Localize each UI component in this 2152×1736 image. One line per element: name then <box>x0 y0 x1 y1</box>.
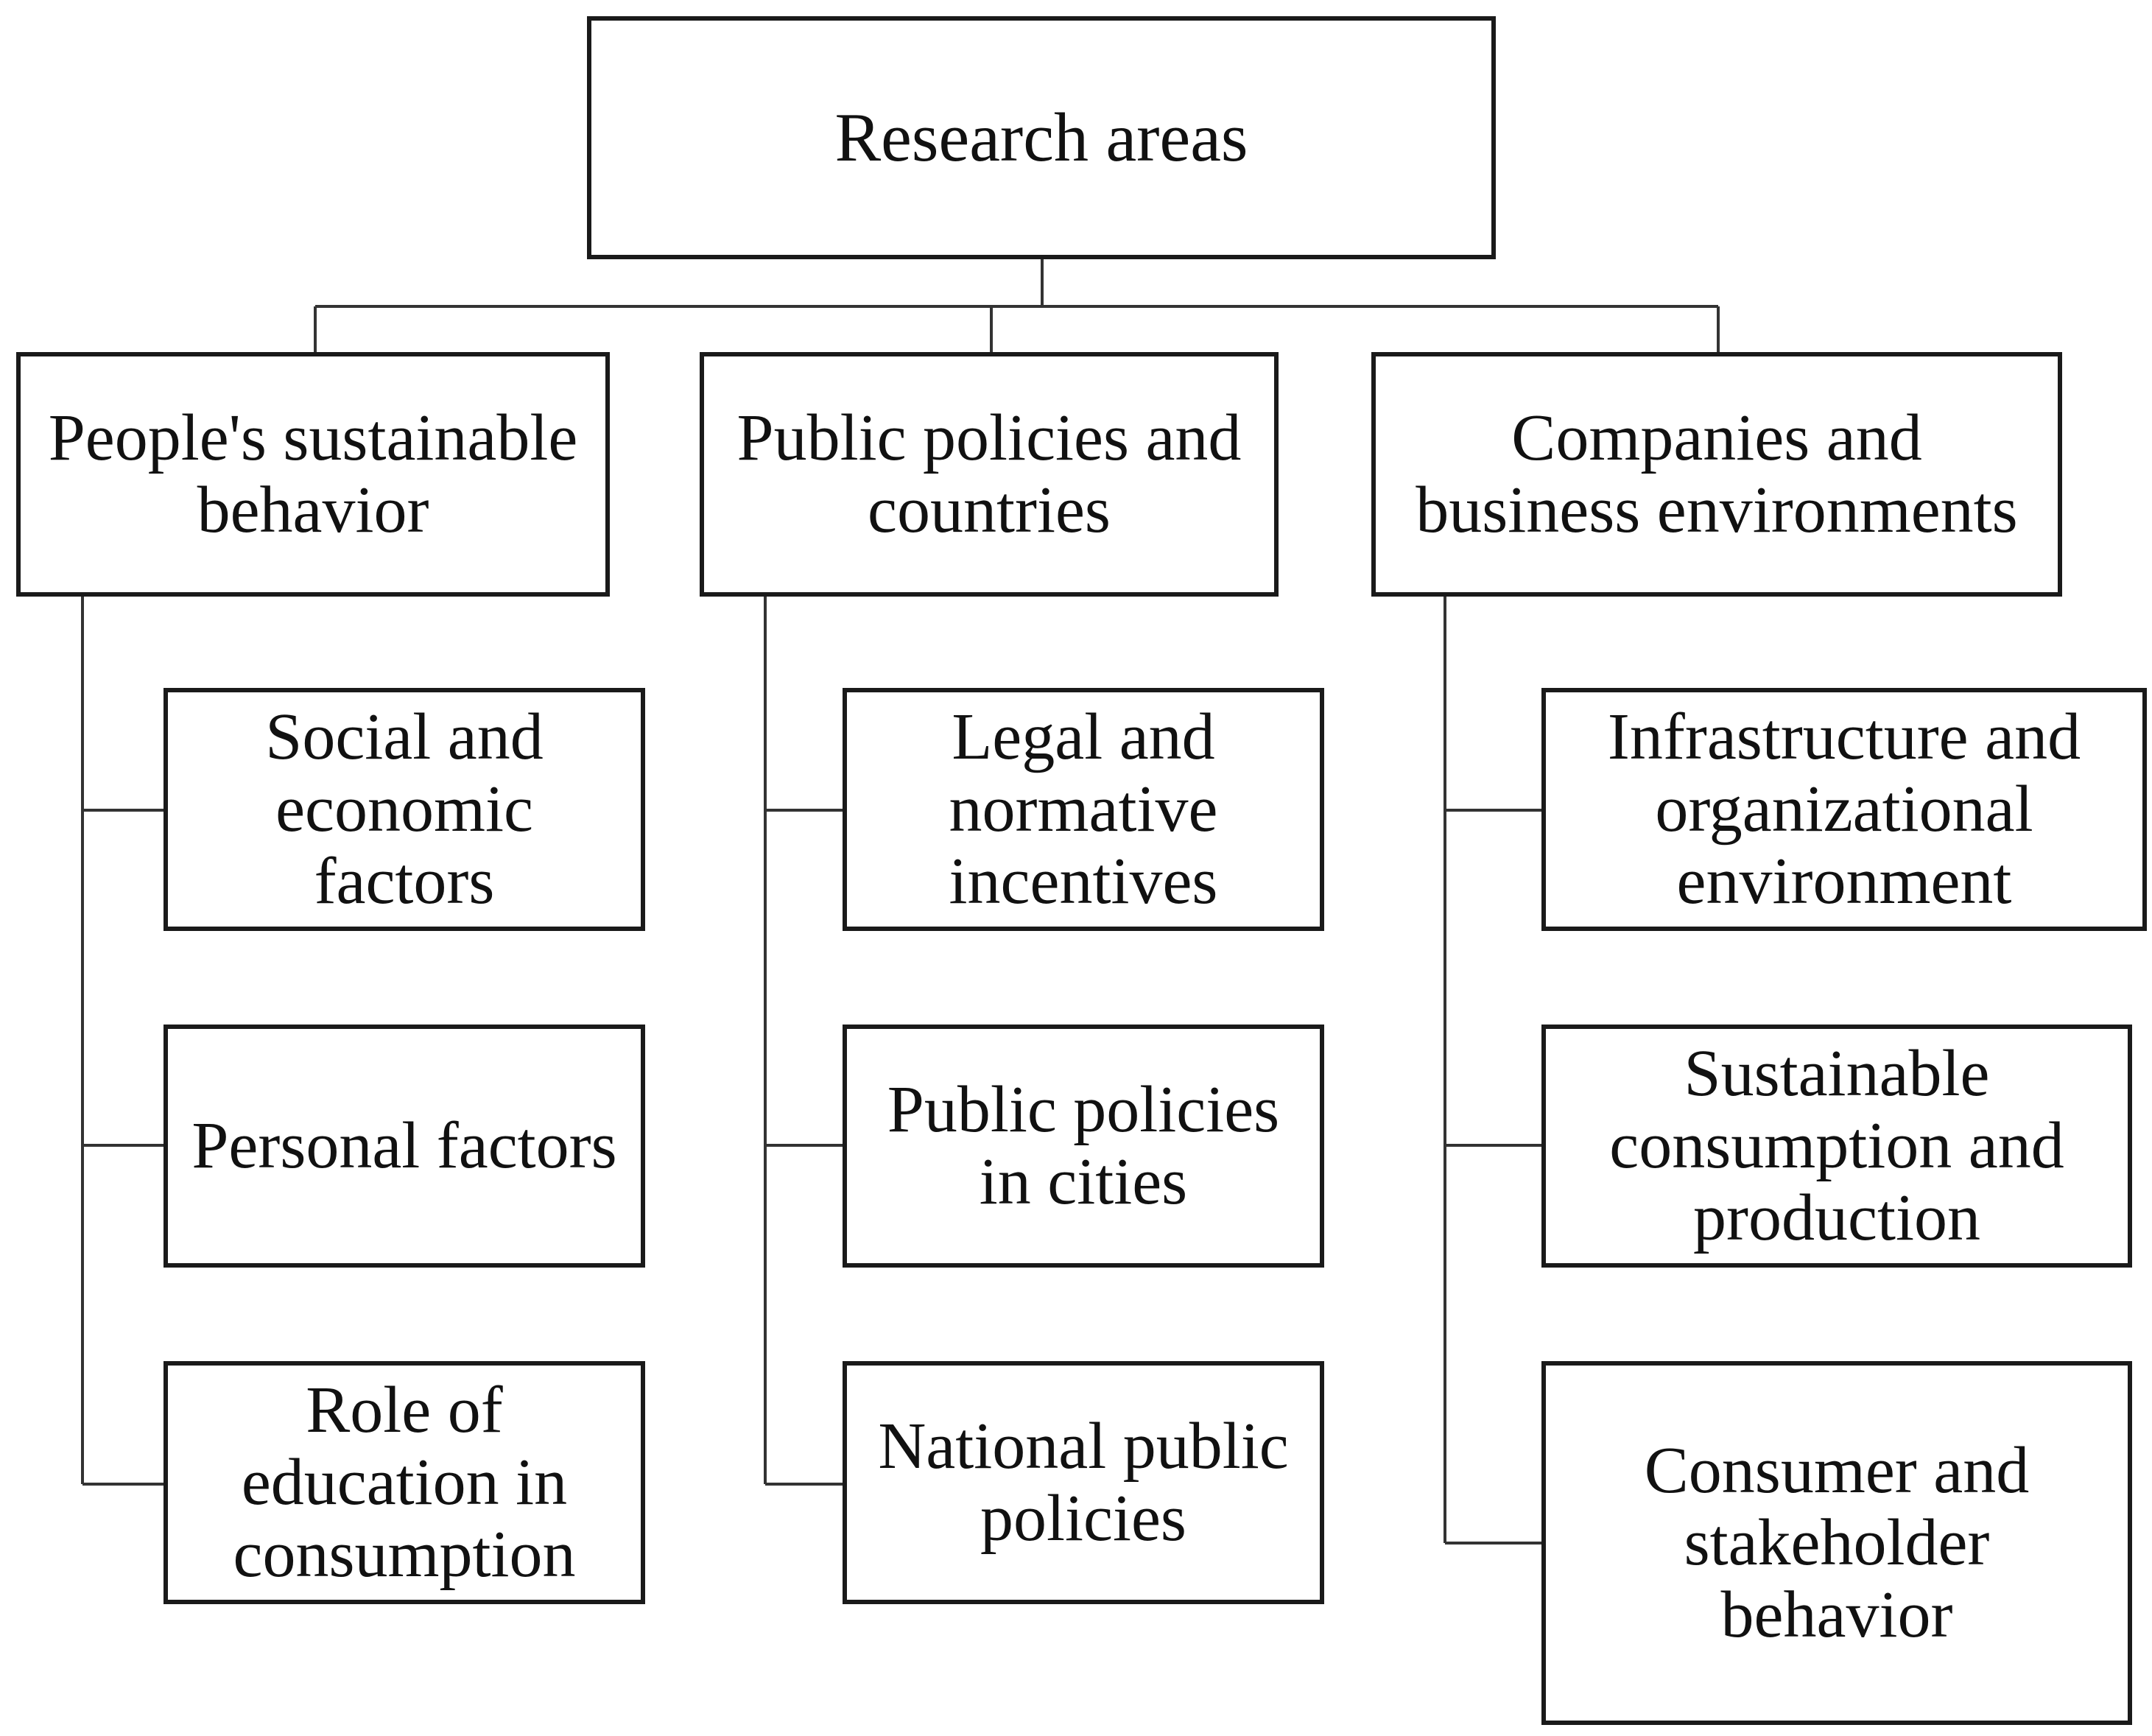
root-label: Research areas <box>834 99 1248 176</box>
leaf-label: Consumer and stakeholder behavior <box>1644 1434 2030 1651</box>
leaf-label: Role of education in consumption <box>233 1374 576 1591</box>
category-public-policies-countries: Public policies and countries <box>700 352 1279 597</box>
leaf-sustainable-consumption-production: Sustainable consumption and production <box>1541 1025 2132 1268</box>
category-label: Public policies and countries <box>736 401 1242 547</box>
leaf-infrastructure-organizational: Infrastructure and organizational enviro… <box>1541 688 2147 931</box>
leaf-role-of-education: Role of education in consumption <box>163 1361 645 1604</box>
leaf-label: Infrastructure and organizational enviro… <box>1607 700 2081 918</box>
category-label: People's sustainable behavior <box>48 401 578 547</box>
leaf-consumer-stakeholder-behavior: Consumer and stakeholder behavior <box>1541 1361 2132 1725</box>
category-people-sustainable-behavior: People's sustainable behavior <box>16 352 610 597</box>
leaf-label: Legal and normative incentives <box>949 700 1218 918</box>
category-label: Companies and business environments <box>1416 401 2018 547</box>
leaf-personal-factors: Personal factors <box>163 1025 645 1268</box>
leaf-legal-normative-incentives: Legal and normative incentives <box>843 688 1324 931</box>
leaf-label: Public policies in cities <box>887 1073 1280 1218</box>
leaf-public-policies-cities: Public policies in cities <box>843 1025 1324 1268</box>
leaf-label: Social and economic factors <box>265 700 544 918</box>
leaf-national-public-policies: National public policies <box>843 1361 1324 1604</box>
root-node: Research areas <box>587 16 1496 259</box>
leaf-label: National public policies <box>878 1410 1289 1555</box>
leaf-label: Sustainable consumption and production <box>1609 1037 2064 1254</box>
category-companies-business-environments: Companies and business environments <box>1371 352 2062 597</box>
leaf-label: Personal factors <box>191 1109 617 1182</box>
leaf-social-economic-factors: Social and economic factors <box>163 688 645 931</box>
